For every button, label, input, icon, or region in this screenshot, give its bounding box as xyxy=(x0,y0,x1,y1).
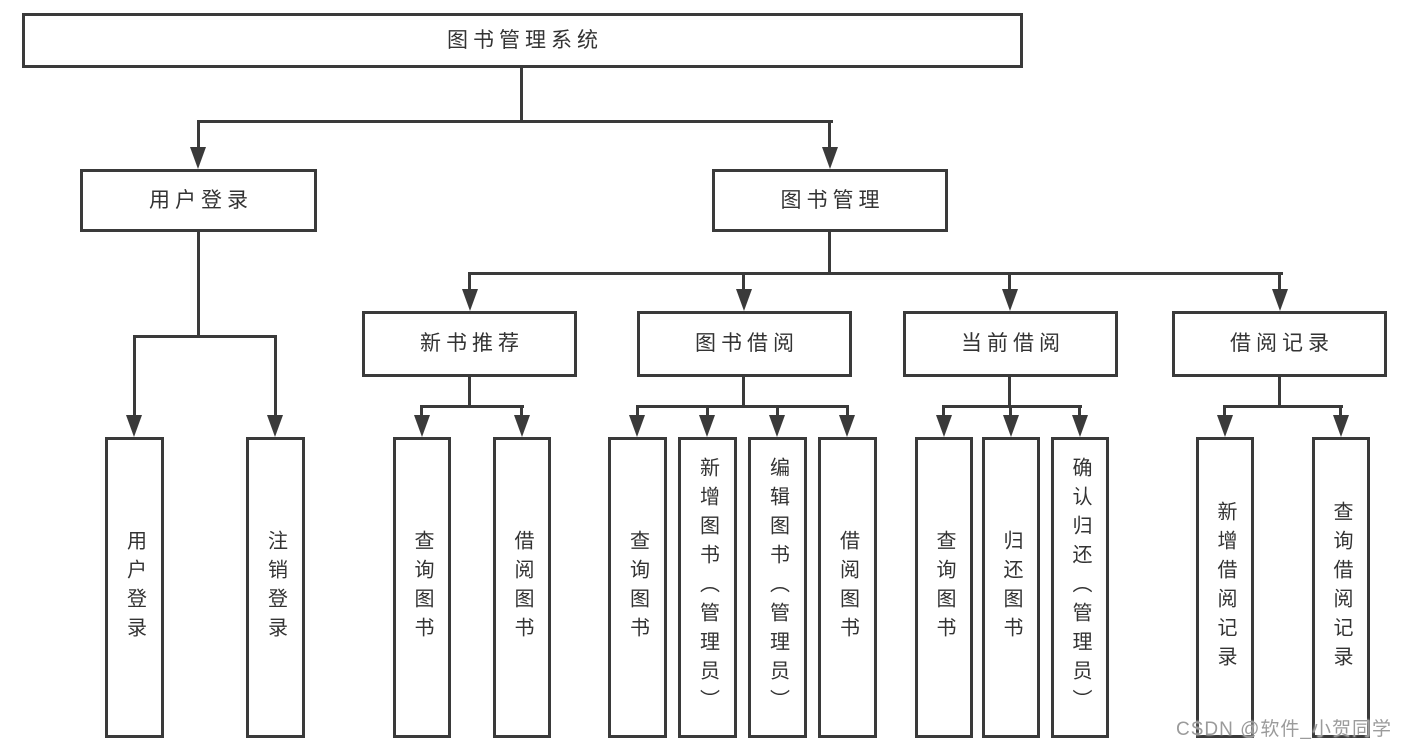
arrow-down-icon xyxy=(1002,289,1018,311)
connector-drop xyxy=(274,335,277,417)
leaf-user-login: 用户登录 xyxy=(105,437,164,738)
arrow-down-icon xyxy=(190,147,206,169)
connector-drop xyxy=(776,405,779,417)
connector-drop xyxy=(636,405,639,417)
connector-root-stem xyxy=(520,68,523,123)
arrow-down-icon xyxy=(736,289,752,311)
connector-user-login-stem xyxy=(197,232,200,338)
connector-root-rail xyxy=(197,120,833,123)
leaf-edit-books-admin: 编辑图书（管理员） xyxy=(748,437,807,738)
connector-drop xyxy=(1278,272,1281,292)
arrow-down-icon xyxy=(126,415,142,437)
connector-drop xyxy=(1339,405,1342,417)
connector-rail xyxy=(421,405,524,408)
arrow-down-icon xyxy=(629,415,645,437)
arrow-down-icon xyxy=(1072,415,1088,437)
arrow-down-icon xyxy=(1272,289,1288,311)
connector-drop xyxy=(942,405,945,417)
connector-drop xyxy=(1223,405,1226,417)
node-library-management-system: 图书管理系统 xyxy=(22,13,1023,68)
connector-rail xyxy=(943,405,1082,408)
node-book-borrowing: 图书借阅 xyxy=(637,311,852,377)
connector-drop xyxy=(420,405,423,417)
node-book-management: 图书管理 xyxy=(712,169,948,232)
connector-drop xyxy=(742,272,745,292)
connector-book-mgmt-stem xyxy=(828,232,831,275)
connector-user-login-drop xyxy=(197,120,200,149)
connector-user-login-rail xyxy=(133,335,277,338)
connector-drop xyxy=(1008,272,1011,292)
leaf-confirm-return-admin: 确认归还（管理员） xyxy=(1051,437,1109,738)
connector-stem xyxy=(1008,377,1011,408)
arrow-down-icon xyxy=(414,415,430,437)
leaf-query-borrow-record: 查询借阅记录 xyxy=(1312,437,1370,738)
arrow-down-icon xyxy=(936,415,952,437)
arrow-down-icon xyxy=(267,415,283,437)
connector-rail xyxy=(1224,405,1343,408)
node-user-login: 用户登录 xyxy=(80,169,317,232)
arrow-down-icon xyxy=(1003,415,1019,437)
leaf-logout: 注销登录 xyxy=(246,437,305,738)
leaf-add-borrow-record: 新增借阅记录 xyxy=(1196,437,1254,738)
leaf-borrow-books-borrowing: 借阅图书 xyxy=(818,437,877,738)
connector-stem xyxy=(468,377,471,408)
connector-drop xyxy=(1078,405,1081,417)
node-current-borrowing: 当前借阅 xyxy=(903,311,1118,377)
arrow-down-icon xyxy=(769,415,785,437)
arrow-down-icon xyxy=(1217,415,1233,437)
node-borrowing-records: 借阅记录 xyxy=(1172,311,1387,377)
node-new-book-recommendation: 新书推荐 xyxy=(362,311,577,377)
connector-stem xyxy=(1278,377,1281,408)
arrow-down-icon xyxy=(462,289,478,311)
arrow-down-icon xyxy=(514,415,530,437)
connector-stem xyxy=(742,377,745,408)
connector-drop xyxy=(520,405,523,417)
arrow-down-icon xyxy=(822,147,838,169)
arrow-down-icon xyxy=(699,415,715,437)
leaf-query-books-borrowing: 查询图书 xyxy=(608,437,667,738)
leaf-query-books-current: 查询图书 xyxy=(915,437,973,738)
connector-book-mgmt-rail xyxy=(469,272,1283,275)
leaf-add-books-admin: 新增图书（管理员） xyxy=(678,437,737,738)
connector-book-mgmt-drop xyxy=(828,120,831,149)
csdn-watermark: CSDN @软件_小贺同学 xyxy=(1176,719,1392,740)
leaf-query-books-recommend: 查询图书 xyxy=(393,437,451,738)
connector-drop xyxy=(706,405,709,417)
connector-rail xyxy=(636,405,849,408)
connector-drop xyxy=(468,272,471,292)
arrow-down-icon xyxy=(1333,415,1349,437)
arrow-down-icon xyxy=(839,415,855,437)
connector-drop xyxy=(1009,405,1012,417)
leaf-borrow-books-recommend: 借阅图书 xyxy=(493,437,551,738)
connector-drop xyxy=(133,335,136,417)
leaf-return-books: 归还图书 xyxy=(982,437,1040,738)
connector-drop xyxy=(846,405,849,417)
